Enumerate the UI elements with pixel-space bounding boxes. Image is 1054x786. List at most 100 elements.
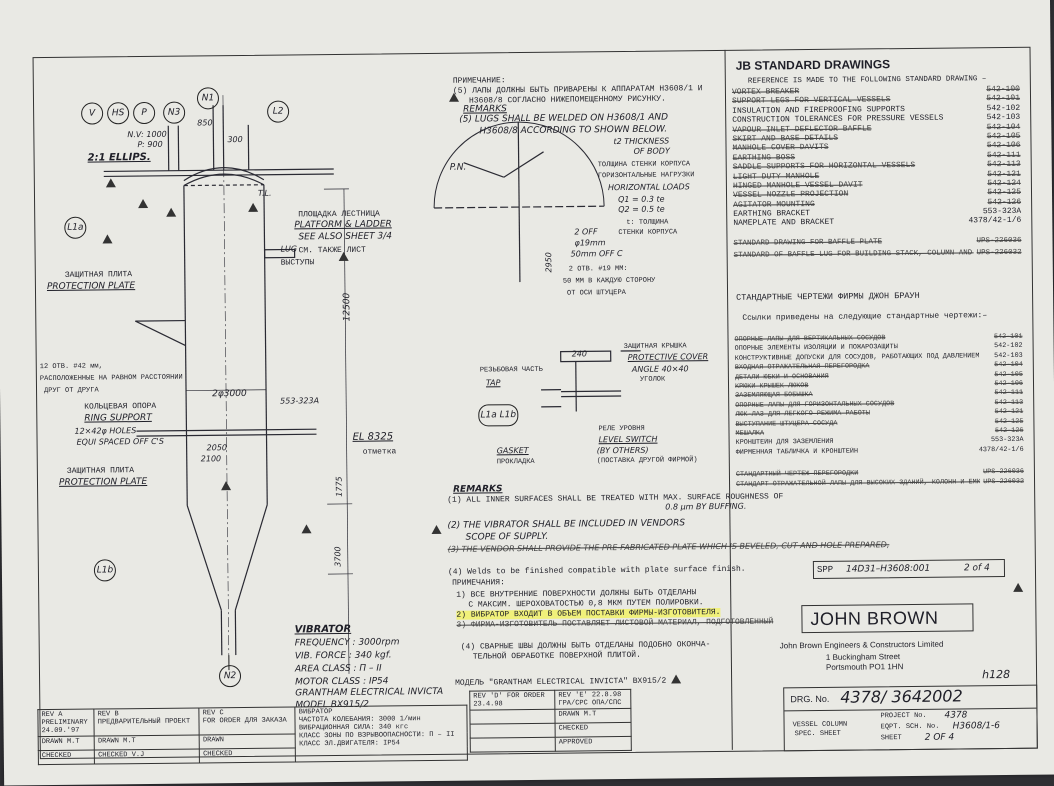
holes-ru-label-1: 12 ОТВ. #42 мм, (40, 362, 103, 371)
ru-list-code: 542-105 (991, 370, 1023, 380)
protection-plate-ru-label-2: ЗАЩИТНАЯ ПЛИТА (67, 466, 134, 476)
checked-a: CHECKED (38, 750, 94, 765)
spp-label: SPP (817, 565, 833, 576)
ru-list-label: ОПОРНЫЕ ЛАПЫ ДЛЯ ВЕРТИКАЛЬНЫХ СОСУДОВ (734, 334, 885, 344)
dim-2950: 2950 (544, 252, 553, 272)
ru-ups-label: СТАНДАРТНЫЙ ЧЕРТЕЖ ПЕРЕГОРОДКИ (736, 470, 858, 479)
elevation-label: EL 8325 (352, 431, 393, 443)
rev-e-drawn: DRAWN M.T (555, 708, 631, 723)
remarks-top-ru-head: ПРИМЕЧАНИЕ: (453, 76, 506, 86)
nozzle-tag-l1a-l1b: L1a L1b (478, 404, 518, 426)
john-brown-logo: JOHN BROWN (801, 603, 973, 633)
ru-list-code: 542-103 (991, 352, 1023, 362)
thickness-label: t2 THICKNESS (613, 136, 669, 146)
protection-plate-ru-label: ЗАЩИТНАЯ ПЛИТА (65, 270, 132, 280)
std-list-label: EARTHING BOSS (733, 153, 796, 163)
ellips-label: 2:1 ELLIPS. (88, 152, 151, 164)
dim-12500: 12500 (342, 293, 353, 322)
std-list-code: 4378/42-1/6 (965, 216, 1021, 226)
drawn-c: DRAWN (199, 734, 295, 749)
vibrator-force: VIB. FORCE : 340 kgf. (295, 650, 392, 661)
std-list-code: 542-105 (984, 132, 1021, 142)
vibrator-ru-cell: ВИБРАТОР ЧАСТОТА КОЛЕБАНИЯ: 3000 1/мин В… (295, 705, 467, 762)
std-list-code: 542-125 (984, 188, 1021, 198)
revision-triangle-icon (166, 208, 176, 217)
by-others-ru-label: (ПОСТАВКА ДРУГОЙ ФИРМОЙ) (597, 456, 698, 465)
holes-ru-label-2: РАСПОЛОЖЕННЫЕ НА РАВНОМ РАССТОЯНИИ (40, 374, 183, 384)
logo-text: JOHN BROWN (810, 608, 938, 630)
thickness-label-2: OF BODY (634, 146, 670, 156)
std-list-label: NAMEPLATE AND BRACKET (733, 218, 834, 228)
rev-e-approved: APPROVED (555, 736, 631, 751)
angle-ru-label: УГОЛОК (640, 376, 665, 384)
remarks-top-line-2: H3608/8 ACCORDING TO SHOWN BELOW. (479, 125, 667, 137)
ru-list-code: 542-106 (991, 380, 1023, 390)
dia-label-2: 50mm OFF C (571, 249, 623, 259)
ru-ups-code: UPS-226032 (980, 477, 1024, 487)
panel-title: JB STANDARD DRAWINGS (736, 58, 891, 73)
nozzle-tag-v: V (81, 102, 103, 124)
dim-850: 850 (197, 118, 212, 127)
ru-list-label: КРЮКИ КРЫШЕК ЛЮКОВ (735, 382, 809, 391)
std-list-code: 542-104 (984, 122, 1021, 132)
ups-list-label: STANDARD DRAWING FOR BAFFLE PLATE (733, 238, 882, 248)
gasket-label: GASKET (497, 446, 529, 456)
std-list-code: 553-323A (980, 207, 1022, 217)
dim-240: 240 (572, 349, 587, 358)
holes-label-1: 12×42φ HOLES (74, 426, 136, 436)
vibrator-motor: MOTOR CLASS : IP54 (295, 676, 389, 687)
std-list-code: 542-124 (984, 179, 1021, 189)
holes-label-2: EQUI SPACED OFF C'S (77, 437, 164, 447)
holes-ru-label-3: ДРУГ ОТ ДРУГА (44, 386, 99, 395)
q1-label: Q1 = 0.3 te (618, 195, 665, 205)
protection-plate-label-2: PROTECTION PLATE (59, 477, 147, 488)
remarks-head: REMARKS (453, 484, 502, 495)
revision-triangle-icon (248, 203, 258, 212)
std-list-label: EARTHING BRACKET (733, 209, 810, 219)
ref-553-label: 553-323A (280, 396, 319, 406)
nozzle-tag-p: P (133, 102, 155, 124)
std-list-label: VORTEX BREAKER (732, 87, 799, 97)
ru-list-label: КРОНШТЕЙН ДЛЯ ЗАЗЕМЛЕНИЯ (736, 438, 834, 447)
horizontal-loads-ru-label: ГОРИЗОНТАЛЬНЫЕ НАГРУЗКИ (598, 171, 695, 180)
thickness-ru-label: ТОЛЩИНА СТЕНКИ КОРПУСА (598, 160, 691, 169)
dim-2050: 2050 (207, 443, 227, 452)
rev-d-approved (470, 737, 555, 752)
ru-list-code: 542-121 (992, 408, 1024, 418)
sheet-value: 2 OF 4 (925, 733, 955, 744)
project-label: PROJECT No. (880, 712, 926, 721)
title-sub-block: VESSEL COLUMN SPEC. SHEET PROJECT No. 43… (784, 708, 1036, 752)
std-list-code: 542-106 (984, 141, 1021, 151)
rev-d-checked (470, 723, 555, 738)
revision-triangle-icon (106, 178, 116, 187)
ru-list-code: 542-101 (991, 333, 1023, 343)
revision-triangle-icon (102, 234, 112, 243)
sheet-label: SHEET (881, 734, 902, 742)
ups-list-code: UPS-226036 (973, 235, 1021, 248)
nozzle-tag-l1b: L1b (94, 559, 116, 581)
ru-ups-row: СТАНДАРТ ОТРАЖАТЕЛЬНОЙ ЛАПЫ ДЛЯ ВЫСОКИХ … (736, 477, 1024, 490)
company-address-1: 1 Buckingham Street (826, 652, 900, 662)
std-list-label: MANHOLE COVER DAVITS (732, 143, 828, 153)
ru-panel-intro: Ссылки приведены на следующие стандартны… (742, 311, 987, 323)
ups-list-row: STANDARD OF BAFFLE LUG FOR BUILDING STAC… (734, 247, 1022, 262)
std-list-code: 542-101 (983, 94, 1020, 104)
ru-list-code: 542-102 (991, 342, 1023, 352)
eqpt-value: H3608/1-6 (953, 721, 1001, 732)
level-switch-label: LEVEL SWITCH (599, 435, 658, 445)
revision-triangle-icon (671, 674, 681, 683)
company-name: John Brown Engineers & Constructors Limi… (780, 640, 944, 651)
vibrator-area: AREA CLASS : П – II (295, 664, 382, 675)
remark-2b: SCOPE OF SUPPLY. (466, 532, 549, 543)
ru-list-label: ДЕТАЛИ ЮБКИ И ОСНОВАНИЯ (735, 372, 829, 381)
ring-support-ru-label: КОЛЬЦЕВАЯ ОПОРА (84, 402, 156, 412)
std-list-code: 542-100 (983, 85, 1020, 95)
rev-d-drawn (470, 709, 555, 724)
company-address-2: Portsmouth PO1 1HN (826, 662, 903, 672)
